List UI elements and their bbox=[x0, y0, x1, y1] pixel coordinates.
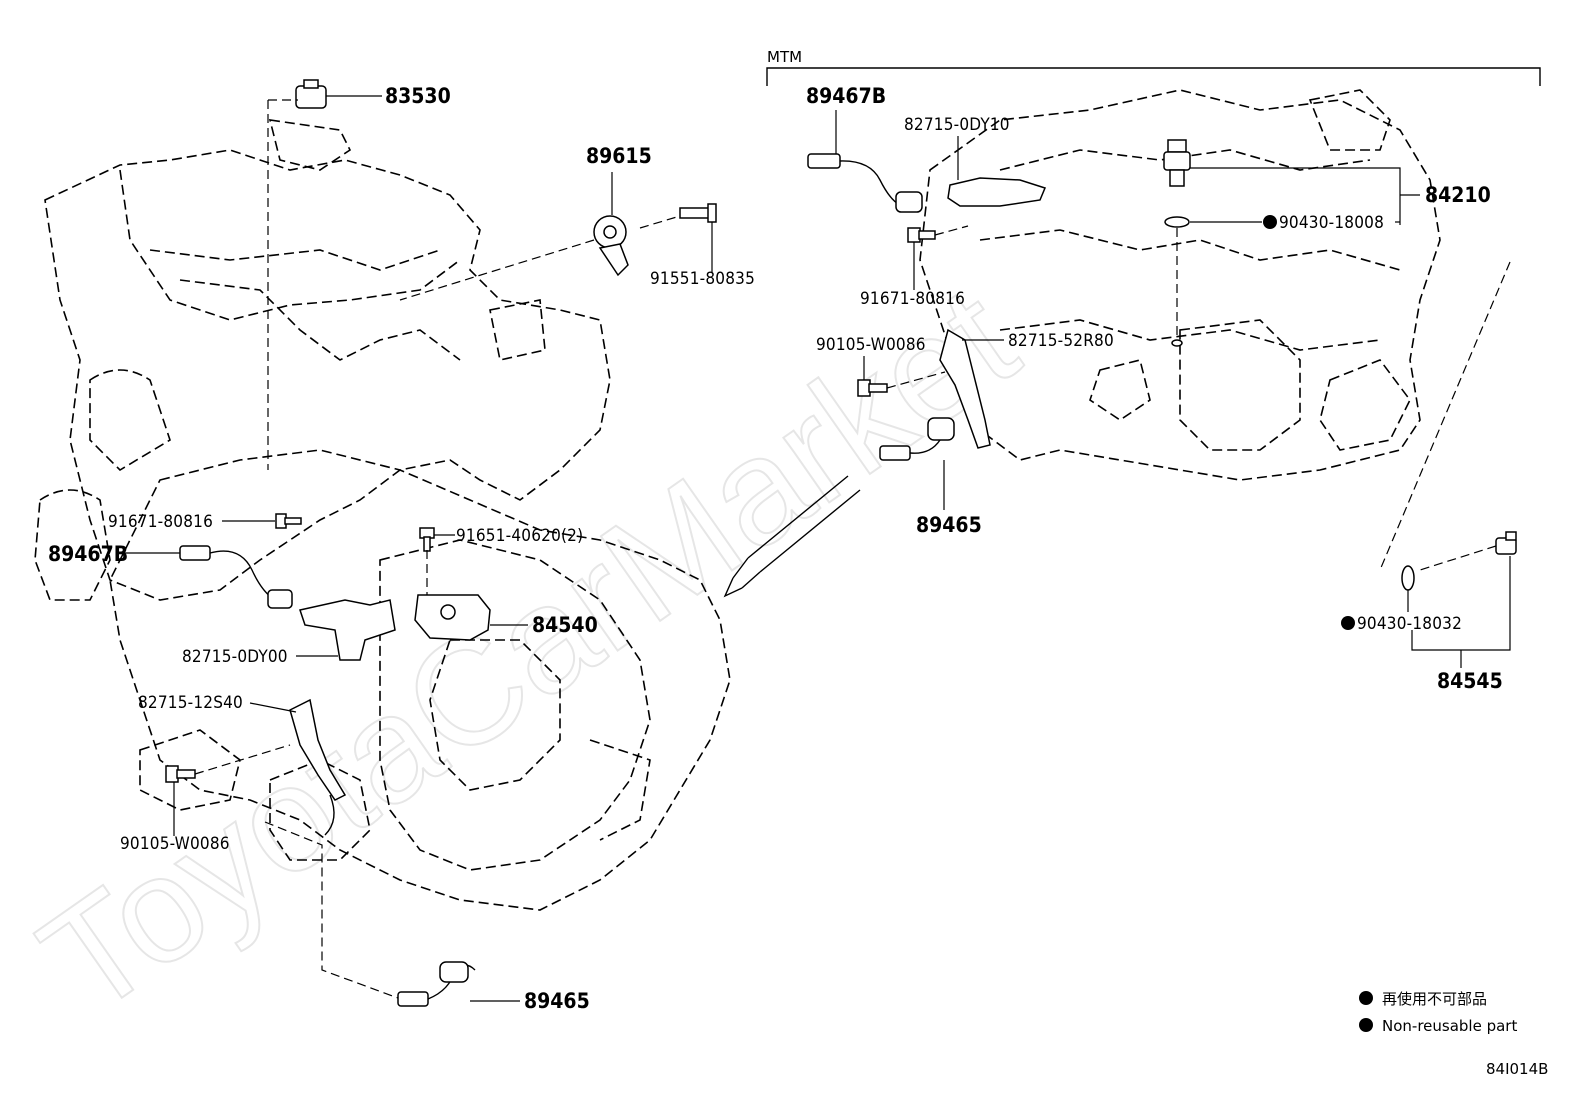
part-number-91551-80835: 91551-80835 bbox=[650, 269, 755, 289]
part-number-82715-0DY10: 82715-0DY10 bbox=[904, 115, 1010, 135]
part-number-82715-12S40: 82715-12S40 bbox=[138, 693, 243, 713]
part-number-89467B-left: 89467B bbox=[48, 542, 128, 566]
part-number-89467B-right: 89467B bbox=[806, 84, 886, 108]
legend-dot-jp bbox=[1359, 991, 1373, 1005]
part-number-90430-18008: 90430-18008 bbox=[1279, 213, 1384, 233]
part-91671-80816-left-bolt: 91671-80816 bbox=[108, 512, 302, 532]
part-82715-52R80-bracket: 82715-52R80 bbox=[939, 328, 1114, 449]
part-89465-bottom-sensor: 89465 bbox=[264, 821, 590, 1013]
part-number-91671-80816-left: 91671-80816 bbox=[108, 512, 213, 532]
part-90430-18032-gasket: 90430-18032 bbox=[1341, 565, 1462, 634]
transmission-assembly-outline bbox=[919, 89, 1441, 481]
part-number-91651-40620: 91651-40620(2) bbox=[456, 526, 583, 546]
part-90430-18008-gasket: 90430-18008 bbox=[1164, 213, 1400, 347]
legend: 再使用不可部品 Non-reusable part bbox=[1359, 990, 1517, 1035]
legend-label-jp: 再使用不可部品 bbox=[1382, 990, 1487, 1008]
part-number-90430-18032: 90430-18032 bbox=[1357, 614, 1462, 634]
part-number-82715-52R80: 82715-52R80 bbox=[1008, 331, 1114, 351]
part-84210-switch: 84210 bbox=[1163, 139, 1491, 225]
mtm-label: MTM bbox=[767, 48, 802, 66]
part-82715-0DY00-bracket: 82715-0DY00 bbox=[182, 599, 396, 667]
part-number-90105-W0086-right: 90105-W0086 bbox=[816, 335, 926, 355]
watermark: ToyotaCarMarket bbox=[12, 254, 1044, 1047]
part-83530-oil-pressure-switch: 83530 bbox=[267, 79, 451, 470]
part-number-89465-right: 89465 bbox=[916, 513, 982, 537]
part-number-84210: 84210 bbox=[1425, 183, 1491, 207]
part-number-83530: 83530 bbox=[385, 84, 451, 108]
part-number-84545: 84545 bbox=[1437, 669, 1503, 693]
part-91651-40620-bolt: 91651-40620(2) bbox=[419, 526, 583, 595]
non-reusable-marker-90430-18032 bbox=[1341, 616, 1355, 630]
part-82715-0DY10-bracket: 82715-0DY10 bbox=[904, 115, 1047, 207]
part-89467B-right-sensor: 89467B bbox=[806, 84, 923, 213]
part-84540-neutral-start-switch: 84540 bbox=[414, 594, 598, 641]
non-reusable-marker-90430-18008 bbox=[1263, 215, 1277, 229]
part-number-91671-80816-right: 91671-80816 bbox=[860, 289, 965, 309]
part-84545-switch: 84545 bbox=[1379, 261, 1517, 693]
mtm-group-bracket: MTM bbox=[766, 48, 1541, 86]
legend-label-en: Non-reusable part bbox=[1382, 1017, 1517, 1035]
part-91671-80816-right-bolt: 91671-80816 bbox=[860, 225, 969, 309]
figure-code: 84I014B bbox=[1486, 1060, 1548, 1078]
part-number-90105-W0086-left: 90105-W0086 bbox=[120, 834, 230, 854]
part-number-89465-bottom: 89465 bbox=[524, 989, 590, 1013]
part-number-82715-0DY00: 82715-0DY00 bbox=[182, 647, 288, 667]
legend-dot-en bbox=[1359, 1018, 1373, 1032]
part-number-89615: 89615 bbox=[586, 144, 652, 168]
part-90105-W0086-right-bolt: 90105-W0086 bbox=[816, 335, 946, 397]
part-89467B-left-sensor: 89467B bbox=[48, 542, 293, 609]
part-89615-knock-sensor: 89615 91551-80835 bbox=[399, 144, 755, 301]
part-90105-W0086-left-bolt: 90105-W0086 bbox=[120, 744, 291, 854]
assembly-direction-arrow bbox=[723, 475, 861, 598]
part-82715-12S40-bracket: 82715-12S40 bbox=[138, 693, 347, 836]
part-number-84540: 84540 bbox=[532, 613, 598, 637]
part-89465-right-sensor: 89465 bbox=[879, 417, 982, 537]
